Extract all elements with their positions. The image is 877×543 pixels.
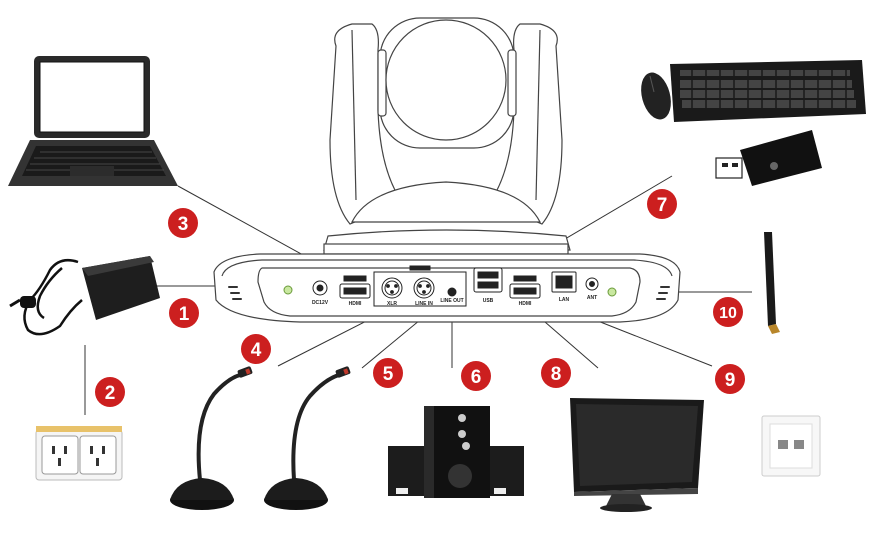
- audio-panel: [373, 271, 467, 307]
- callout-9: 9: [715, 364, 745, 394]
- power-outlet-icon: [35, 426, 123, 481]
- svg-text:9: 9: [725, 370, 736, 391]
- label-line-out: LINE OUT: [440, 298, 463, 304]
- callout-badges: 1 2 3 4 5 6 7 8: [95, 189, 745, 407]
- svg-text:7: 7: [657, 195, 668, 216]
- label-line-in: LINE IN: [415, 301, 433, 307]
- usb-drive-icon: [715, 130, 822, 186]
- callout-7: 7: [647, 189, 677, 219]
- camera-vents: [228, 286, 670, 300]
- label-ant: ANT: [587, 295, 597, 301]
- camera-dome: [351, 181, 541, 223]
- speaker-system-icon: [388, 406, 524, 498]
- label-hdmi-in: HDMI: [349, 301, 362, 307]
- line-mic2-linein: [361, 319, 421, 369]
- svg-text:8: 8: [551, 364, 562, 385]
- callout-10: 10: [713, 297, 743, 327]
- svg-text:6: 6: [471, 367, 482, 388]
- svg-text:4: 4: [251, 340, 262, 361]
- line-out-port: [447, 287, 457, 297]
- label-xlr: XLR: [387, 301, 397, 307]
- svg-text:1: 1: [179, 304, 190, 325]
- ptz-camera: [213, 17, 681, 323]
- led-left: [283, 285, 293, 295]
- laptop-icon: [8, 56, 178, 186]
- monitor-icon: [570, 398, 704, 512]
- svg-text:5: 5: [383, 364, 394, 385]
- callout-1: 1: [169, 298, 199, 328]
- svg-text:3: 3: [178, 214, 189, 235]
- label-lan: LAN: [559, 297, 570, 303]
- gooseneck-microphone-icon: [170, 366, 253, 510]
- gooseneck-microphone-icon: [264, 366, 351, 510]
- network-wall-jack-icon: [761, 415, 821, 477]
- callout-3: 3: [168, 208, 198, 238]
- callout-4: 4: [241, 334, 271, 364]
- camera-right-arm: [489, 23, 563, 225]
- camera-left-arm: [329, 23, 403, 225]
- power-adapter-icon: [9, 256, 160, 336]
- label-usb: USB: [483, 298, 494, 304]
- callout-2: 2: [95, 377, 125, 407]
- keyboard-mouse-icon: [641, 60, 866, 122]
- callout-6: 6: [461, 361, 491, 391]
- port-labels: DC12V HDMI XLR LINE IN LINE OUT USB HDMI…: [312, 295, 597, 307]
- svg-text:2: 2: [105, 383, 116, 404]
- callout-8: 8: [541, 358, 571, 388]
- antenna-icon: [764, 232, 780, 334]
- camera-ports: [312, 265, 599, 307]
- callout-5: 5: [373, 358, 403, 388]
- label-dc: DC12V: [312, 300, 329, 306]
- camera-lens: [385, 19, 507, 141]
- led-right: [607, 287, 617, 297]
- label-hdmi-out: HDMI: [519, 301, 532, 307]
- svg-text:10: 10: [719, 305, 737, 322]
